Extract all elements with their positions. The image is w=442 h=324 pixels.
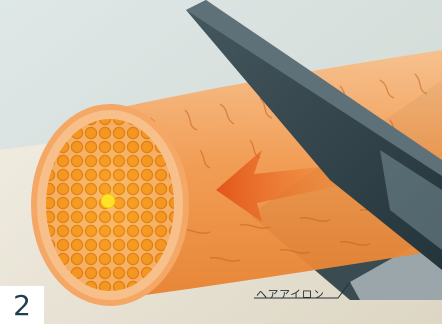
step-number: 2 [13,289,31,322]
step-number-badge: 2 [0,286,44,324]
hair-medulla-core [101,194,115,208]
hair-iron-label: ヘアアイロン [256,286,324,302]
